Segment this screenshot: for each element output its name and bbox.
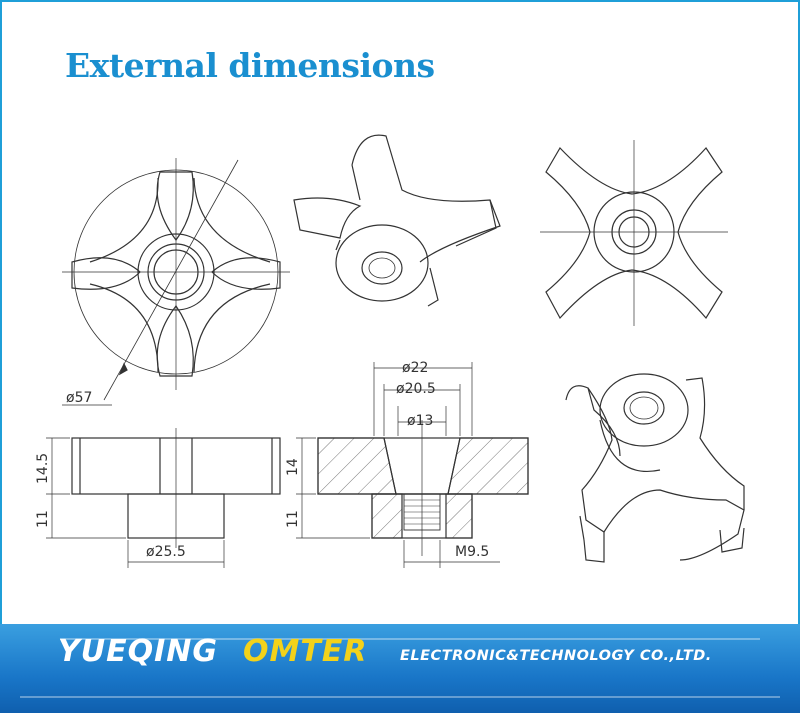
dim-hub-diameter: ø25.5 [146, 544, 186, 560]
side-view-diagram [46, 428, 281, 568]
isometric-view-diagram [293, 134, 501, 307]
top-view-diagram [62, 158, 290, 406]
footer-banner [0, 624, 800, 713]
dim-outer-diameter: ø57 [66, 390, 92, 406]
dim-section-d1: ø22 [402, 360, 428, 376]
dim-section-hub-height: 11 [285, 510, 301, 528]
brand-yueqing: YUEQING [58, 634, 218, 669]
page-title: External dimensions [65, 46, 435, 85]
isometric-underside-diagram [565, 373, 745, 563]
technical-drawing: ø57 [35, 134, 745, 568]
dim-height-hub: 11 [35, 510, 51, 528]
section-view-diagram [296, 362, 529, 568]
dim-height-total: 14.5 [35, 453, 51, 484]
brand-omter: OMTER [243, 634, 368, 669]
dim-section-d2: ø20.5 [396, 381, 436, 397]
dim-section-d3: ø13 [407, 413, 433, 429]
front-view-diagram [540, 140, 728, 326]
dim-section-height: 14 [285, 458, 301, 476]
brand-company: ELECTRONIC&TECHNOLOGY CO.,LTD. [400, 648, 712, 664]
dim-thread: M9.5 [455, 544, 489, 560]
